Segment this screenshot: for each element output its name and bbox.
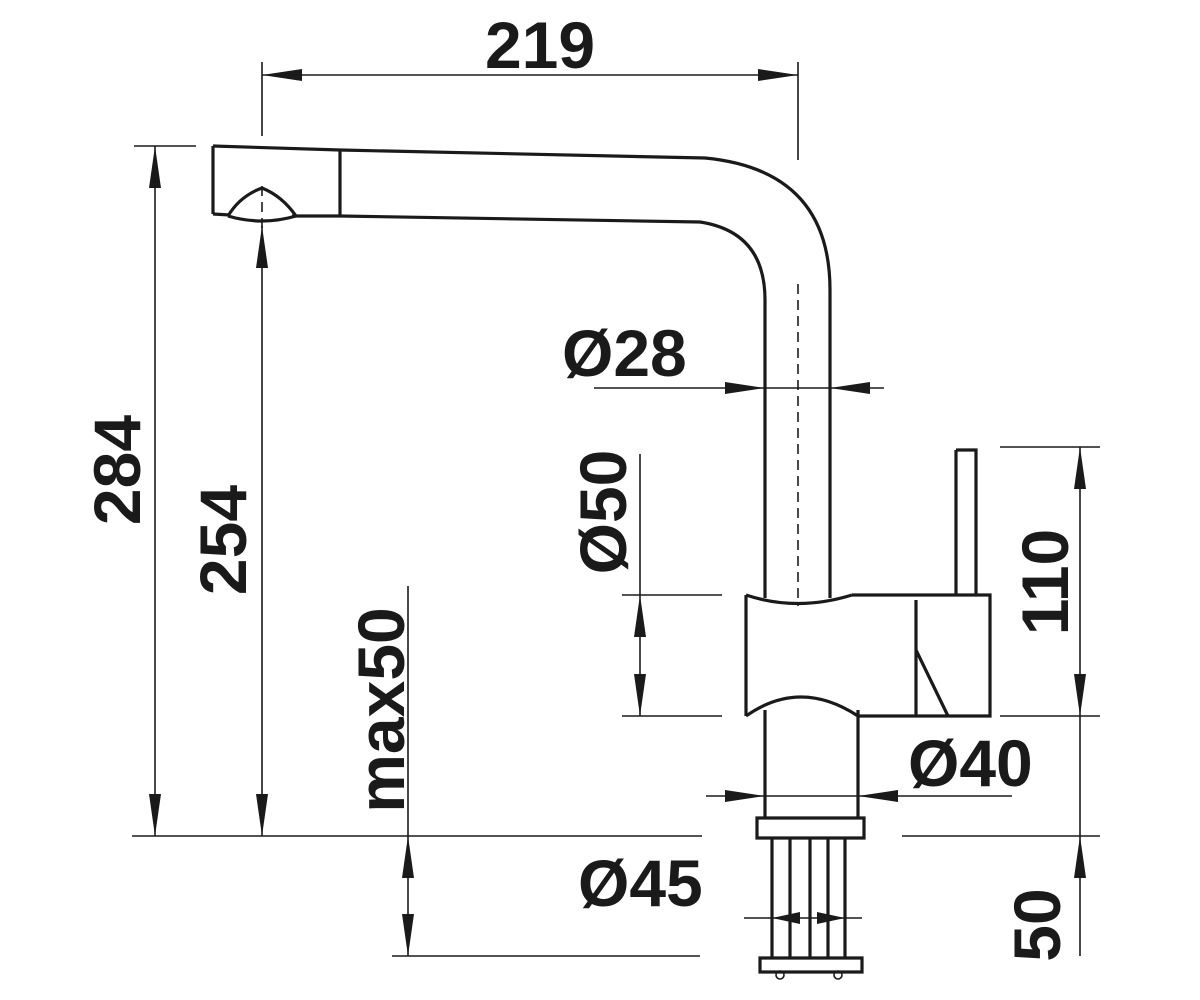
arrow-dia50-top bbox=[634, 595, 646, 637]
arrow-110-bottom bbox=[1074, 674, 1086, 716]
arrow-50-top bbox=[1074, 836, 1086, 878]
arrow-dia45-left bbox=[772, 912, 800, 924]
arrow-dia40-left bbox=[725, 790, 765, 802]
arrow-254-top bbox=[256, 226, 268, 268]
shank-rods bbox=[770, 838, 847, 958]
arrow-dia40-right bbox=[858, 790, 898, 802]
arrow-max50-bottom bbox=[402, 914, 414, 956]
arrow-dia45-right bbox=[817, 912, 845, 924]
dim-110: 110 bbox=[1000, 446, 1100, 836]
arrow-284-bottom bbox=[149, 794, 161, 836]
lever-handle bbox=[954, 448, 978, 596]
spout-arm-inner bbox=[339, 214, 767, 598]
dim-dia28: Ø28 bbox=[562, 316, 884, 394]
ext-lines-110 bbox=[1000, 446, 1100, 717]
nut-hole-right bbox=[833, 970, 843, 980]
label-dia28: Ø28 bbox=[562, 316, 687, 390]
dim-dia45: Ø45 bbox=[578, 846, 862, 924]
arrow-219-right bbox=[758, 69, 798, 81]
body-top-curve bbox=[745, 593, 853, 606]
label-dia50: Ø50 bbox=[566, 450, 640, 575]
base-neck bbox=[763, 710, 860, 818]
label-50: 50 bbox=[1000, 888, 1074, 961]
nut-hole-left bbox=[775, 970, 785, 980]
spout-arm-outer bbox=[339, 148, 832, 598]
dim-284: 284 bbox=[80, 145, 196, 836]
label-219: 219 bbox=[485, 8, 595, 82]
label-dia45: Ø45 bbox=[578, 846, 703, 920]
arrow-254-bottom bbox=[256, 794, 268, 836]
dim-dia50: Ø50 bbox=[566, 450, 722, 717]
arrow-110-top bbox=[1074, 447, 1086, 489]
dim-219: 219 bbox=[261, 8, 799, 160]
body-bottom-curve bbox=[745, 695, 859, 718]
label-254: 254 bbox=[186, 485, 260, 595]
arrow-dia28-right bbox=[830, 382, 870, 394]
label-dia40: Ø40 bbox=[908, 726, 1033, 800]
label-284: 284 bbox=[80, 415, 154, 525]
shank-nut bbox=[758, 956, 864, 974]
faucet-outline bbox=[211, 144, 992, 980]
arrow-dia28-left bbox=[725, 382, 765, 394]
label-110: 110 bbox=[1008, 529, 1082, 635]
ext-lines-dia50 bbox=[622, 594, 722, 717]
arrow-max50-top bbox=[402, 836, 414, 878]
dim-dia40: Ø40 bbox=[706, 726, 1033, 802]
spout-tip-top bbox=[212, 144, 341, 152]
dim-50: 50 bbox=[1000, 836, 1086, 962]
arrow-dia50-bottom bbox=[634, 674, 646, 716]
base-flange bbox=[755, 816, 866, 840]
arrow-219-left bbox=[262, 69, 302, 81]
body-right bbox=[852, 593, 992, 718]
label-max50: max50 bbox=[344, 607, 418, 813]
lever-cam bbox=[914, 649, 950, 717]
arrow-284-top bbox=[149, 146, 161, 188]
dim-254: 254 bbox=[186, 226, 268, 836]
dim-max50: max50 bbox=[344, 586, 418, 956]
